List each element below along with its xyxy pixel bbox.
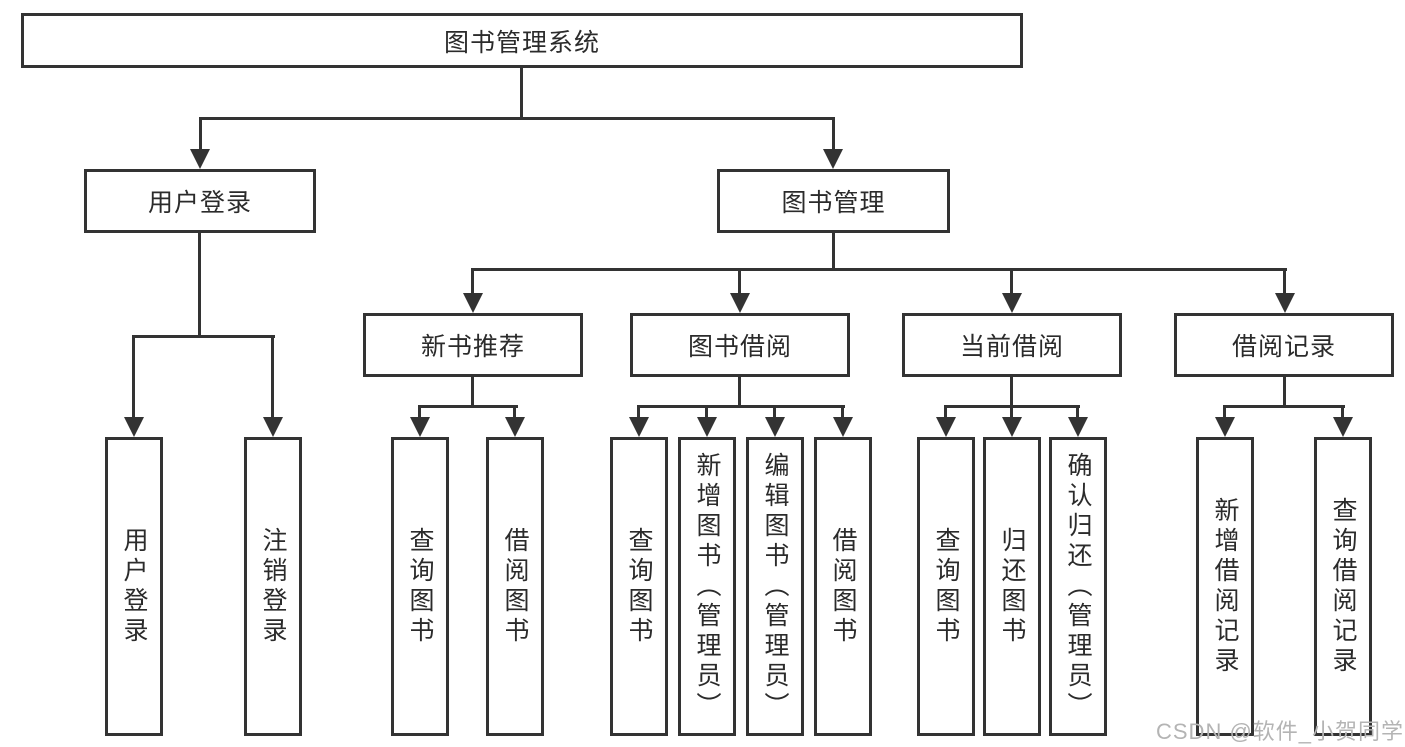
node-add-books-admin: 新增图书（管理员） xyxy=(678,437,736,736)
connector-line xyxy=(199,117,835,120)
connector-line xyxy=(1010,268,1013,298)
arrow-down-icon xyxy=(463,293,483,313)
connector-line xyxy=(773,405,776,422)
node-user-login: 用户登录 xyxy=(84,169,316,233)
node-label: 借阅图书 xyxy=(501,526,529,647)
node-edit-books-admin: 编辑图书（管理员） xyxy=(746,437,804,736)
arrow-down-icon xyxy=(505,417,525,437)
arrow-down-icon xyxy=(1002,293,1022,313)
arrow-down-icon xyxy=(697,417,717,437)
node-book-borrowing: 图书借阅 xyxy=(630,313,850,377)
node-borrow-books: 借阅图书 xyxy=(814,437,872,736)
arrow-down-icon xyxy=(1002,417,1022,437)
node-return-books: 归还图书 xyxy=(983,437,1041,736)
node-query-borrow-record: 查询借阅记录 xyxy=(1314,437,1372,736)
node-query-books-current: 查询图书 xyxy=(917,437,975,736)
connector-line xyxy=(738,377,741,408)
node-book-management: 图书管理 xyxy=(717,169,950,233)
connector-line xyxy=(418,405,421,422)
connector-line xyxy=(513,405,516,422)
node-user-login-leaf: 用户登录 xyxy=(105,437,163,736)
node-add-borrow-record: 新增借阅记录 xyxy=(1196,437,1254,736)
connector-line xyxy=(705,405,708,422)
node-label: 新书推荐 xyxy=(420,333,525,361)
connector-line xyxy=(198,233,201,337)
arrow-down-icon xyxy=(124,417,144,437)
connector-line xyxy=(1283,268,1286,298)
csdn-watermark: CSDN @软件_小贺同学 xyxy=(1156,719,1405,744)
connector-line xyxy=(1341,405,1344,422)
node-new-book-recommend: 新书推荐 xyxy=(363,313,583,377)
connector-line xyxy=(471,268,1287,271)
arrow-down-icon xyxy=(263,417,283,437)
node-label: 查询图书 xyxy=(406,526,434,647)
connector-line xyxy=(132,335,275,338)
arrow-down-icon xyxy=(1215,417,1235,437)
connector-line xyxy=(1223,405,1226,422)
arrow-down-icon xyxy=(1068,417,1088,437)
connector-line xyxy=(738,268,741,298)
node-query-books-recommend: 查询图书 xyxy=(391,437,449,736)
connector-line xyxy=(1223,405,1345,408)
node-logout: 注销登录 xyxy=(244,437,302,736)
node-confirm-return-admin: 确认归还（管理员） xyxy=(1049,437,1107,736)
arrow-down-icon xyxy=(730,293,750,313)
node-library-system: 图书管理系统 xyxy=(21,13,1023,68)
arrow-down-icon xyxy=(190,149,210,169)
node-current-borrowing: 当前借阅 xyxy=(902,313,1122,377)
node-label: 当前借阅 xyxy=(959,333,1064,361)
connector-line xyxy=(944,405,947,422)
connector-line xyxy=(271,335,274,422)
node-label: 确认归还（管理员） xyxy=(1064,451,1092,722)
connector-line xyxy=(1283,377,1286,408)
connector-line xyxy=(832,117,835,153)
connector-line xyxy=(1076,405,1079,422)
arrow-down-icon xyxy=(833,417,853,437)
arrow-down-icon xyxy=(936,417,956,437)
arrow-down-icon xyxy=(1333,417,1353,437)
connector-line xyxy=(471,377,474,408)
node-label: 用户登录 xyxy=(120,526,148,647)
node-query-books-borrowing: 查询图书 xyxy=(610,437,668,736)
connector-line xyxy=(1010,405,1013,422)
arrow-down-icon xyxy=(410,417,430,437)
connector-line xyxy=(832,233,835,271)
connector-line xyxy=(199,117,202,153)
arrow-down-icon xyxy=(823,149,843,169)
node-label: 查询借阅记录 xyxy=(1329,496,1357,677)
arrow-down-icon xyxy=(629,417,649,437)
node-label: 图书管理 xyxy=(781,189,886,217)
node-label: 图书管理系统 xyxy=(443,28,600,57)
arrow-down-icon xyxy=(765,417,785,437)
node-label: 归还图书 xyxy=(998,526,1026,647)
node-label: 查询图书 xyxy=(932,526,960,647)
connector-line xyxy=(471,268,474,298)
connector-line xyxy=(637,405,640,422)
connector-line xyxy=(132,335,135,422)
node-label: 新增借阅记录 xyxy=(1211,496,1239,677)
connector-line xyxy=(637,405,845,408)
node-label: 借阅记录 xyxy=(1231,333,1336,361)
connector-line xyxy=(520,68,523,117)
node-label: 查询图书 xyxy=(625,526,653,647)
node-borrow-books-recommend: 借阅图书 xyxy=(486,437,544,736)
node-label: 用户登录 xyxy=(147,189,252,217)
arrow-down-icon xyxy=(1275,293,1295,313)
connector-line xyxy=(841,405,844,422)
node-label: 借阅图书 xyxy=(829,526,857,647)
node-borrowing-records: 借阅记录 xyxy=(1174,313,1394,377)
node-label: 图书借阅 xyxy=(687,333,792,361)
node-label: 新增图书（管理员） xyxy=(693,451,721,722)
node-label: 注销登录 xyxy=(259,526,287,647)
connector-line xyxy=(1010,377,1013,408)
node-label: 编辑图书（管理员） xyxy=(761,451,789,722)
connector-line xyxy=(418,405,518,408)
